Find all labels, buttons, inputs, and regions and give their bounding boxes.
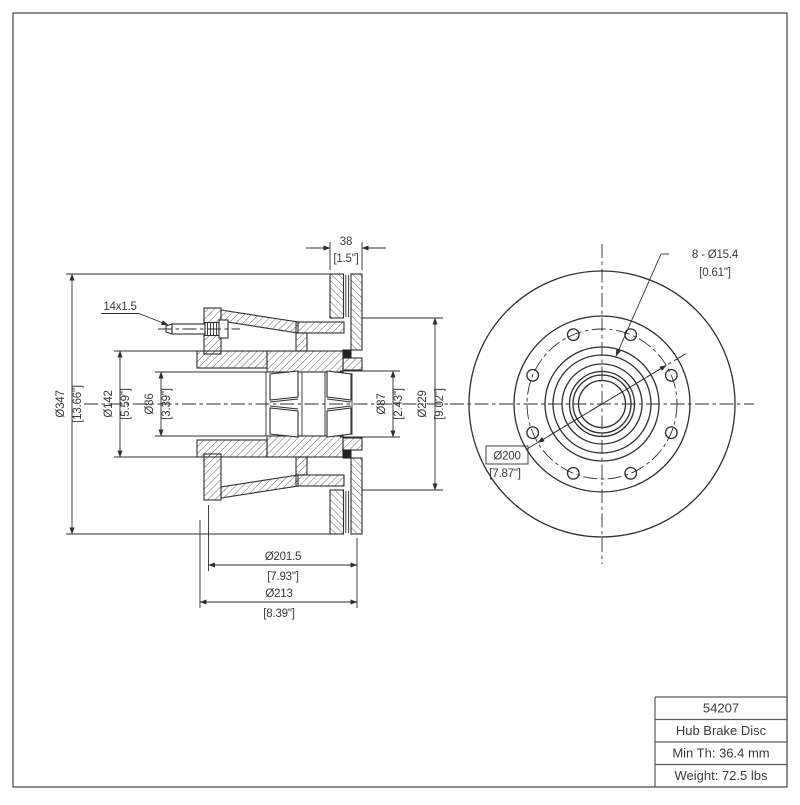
part-name: Hub Brake Disc (676, 723, 767, 738)
front-view: Ø200 [7.87"] 8 - Ø15.4 [0.61"] (450, 244, 754, 564)
dim-bolt-holes-in: [0.61"] (699, 267, 730, 279)
dim-bore-outer-in: [2.43"] (393, 388, 405, 419)
title-block: 54207 Hub Brake Disc Min Th: 36.4 mm Wei… (654, 696, 787, 787)
dim-thickness-mm: 38 (340, 236, 352, 248)
part-number: 54207 (703, 701, 739, 716)
dim-bolt-holes: 8 - Ø15.4 [0.61"] (615, 249, 739, 357)
dim-bore-inner-mm: Ø86 (144, 393, 156, 414)
weight: Weight: 72.5 lbs (675, 768, 768, 783)
rotor-disc (329, 273, 363, 535)
dim-braking-dia-mm: Ø229 (417, 390, 429, 417)
dim-bore-inner: Ø86 [3.39"] (144, 371, 264, 437)
dim-outer-diameter: Ø347 [13.66"] (55, 273, 330, 535)
dim-hat-depth-in: [7.93"] (267, 571, 298, 583)
dim-overall-depth-in: [8.39"] (263, 608, 294, 620)
taper-bearings (265, 370, 353, 438)
min-thickness: Min Th: 36.4 mm (672, 746, 769, 761)
wheel-stud (158, 319, 240, 339)
dim-outer-dia-in: [13.66"] (72, 385, 84, 423)
dim-bore-outer: Ø87 [2.43"] (340, 370, 405, 438)
dim-braking-diameter: Ø229 [9.02"] (362, 317, 446, 491)
dim-bolt-circle-mm: Ø200 (493, 451, 520, 463)
section-view: Ø347 [13.66"] Ø142 [5.59"] Ø86 [3.39"] Ø… (55, 236, 460, 620)
dim-bolt-circle: Ø200 [7.87"] (485, 365, 667, 480)
dim-hat-depth-mm: Ø201.5 (265, 551, 302, 563)
hub-seals (342, 349, 352, 459)
dim-disc-thickness: 38 [1.5"] (306, 236, 386, 270)
dim-overall-depth: Ø213 [8.39"] (199, 520, 358, 620)
dim-flange-dia-in: [5.59"] (120, 388, 132, 419)
stud-thread-label: 14x1.5 (103, 301, 136, 313)
dim-overall-depth-mm: Ø213 (265, 588, 292, 600)
dim-thickness-in: [1.5"] (333, 253, 358, 265)
dim-stud-thread: 14x1.5 (101, 301, 169, 326)
dim-flange-diameter: Ø142 [5.59"] (103, 350, 197, 458)
dim-bore-outer-mm: Ø87 (376, 393, 388, 414)
hub-casting (196, 307, 363, 501)
sheet-frame (12, 12, 788, 788)
dim-bolt-circle-in: [7.87"] (489, 468, 520, 480)
dim-braking-dia-in: [9.02"] (434, 388, 446, 419)
dim-flange-dia-mm: Ø142 (103, 390, 115, 417)
bolt-holes (526, 328, 678, 480)
dim-bolt-holes-mm: 8 - Ø15.4 (692, 249, 739, 261)
dim-outer-dia-mm: Ø347 (55, 390, 67, 417)
dim-hat-depth: Ø201.5 [7.93"] (208, 505, 358, 608)
dim-bore-inner-in: [3.39"] (161, 388, 173, 419)
